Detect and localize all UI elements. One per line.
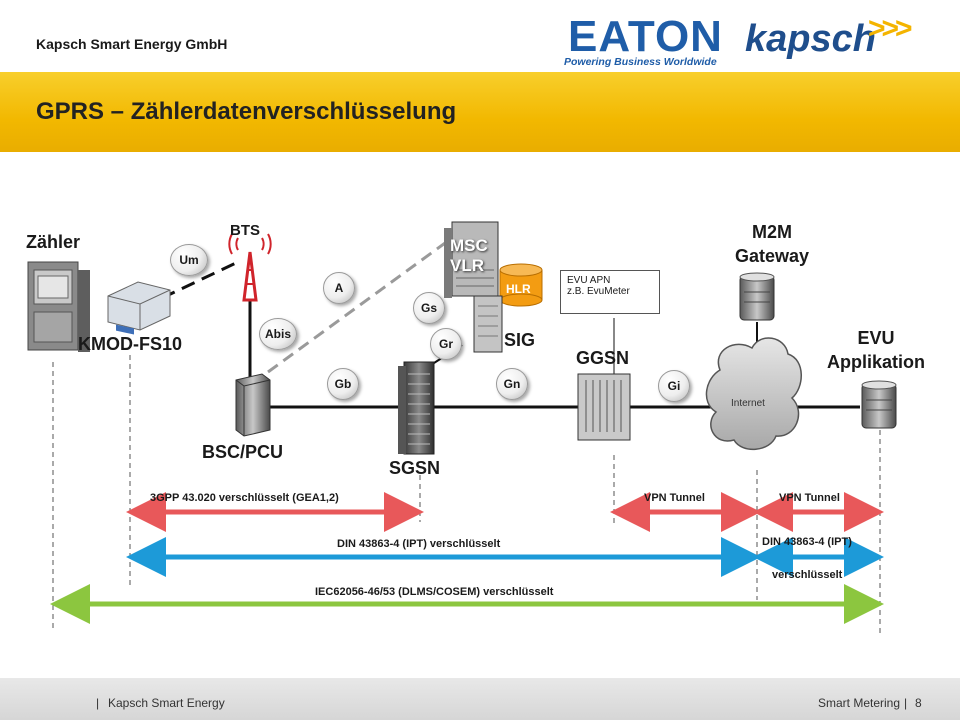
bts-tower-icon <box>228 233 272 302</box>
apn-line2: z.B. EvuMeter <box>567 286 630 297</box>
interface-abis-badge: Abis <box>259 318 297 350</box>
meter-icon <box>27 261 90 352</box>
footer-right-text: Smart Metering <box>818 696 901 710</box>
kmod-modem-icon <box>107 281 171 335</box>
bts-label: BTS <box>230 222 260 239</box>
interface-a-badge: A <box>323 272 355 304</box>
internet-label: Internet <box>731 398 765 409</box>
msc-vlr-rack-icon <box>444 221 499 298</box>
apn-line1: EVU APN <box>567 275 611 286</box>
ggsn-label: GGSN <box>576 348 630 368</box>
footer-separator-right: | <box>904 696 908 710</box>
m2m-gateway-server-icon <box>739 272 775 321</box>
um-link <box>161 260 239 300</box>
hlr-database-icon <box>499 263 543 307</box>
internet-cloud-icon <box>705 337 802 450</box>
din-right-range-label-1: DIN 43863-4 (IPT) <box>762 536 852 548</box>
eaton-logo: EATON Powering Business Worldwide <box>560 10 730 70</box>
zaehler-label: Zähler <box>26 232 81 252</box>
kapsch-chevron-icon: >>> <box>868 12 913 45</box>
evu-apn-box: EVU APN z.B. EvuMeter <box>560 270 660 314</box>
interface-gr-badge: Gr <box>430 328 462 360</box>
kmod-label: KMOD-FS10 <box>78 334 183 354</box>
interface-gi-badge: Gi <box>658 370 690 402</box>
interface-um-badge: Um <box>170 244 208 276</box>
din-right-range-label-2: verschlüsselt <box>772 569 843 581</box>
eaton-logo-text: EATON <box>568 12 723 61</box>
kapsch-logo: kapsch <box>745 18 876 60</box>
footer-separator-left: | <box>96 696 100 710</box>
ggsn-chassis-icon <box>577 373 631 441</box>
footer-page-number: 8 <box>915 696 922 710</box>
title-band <box>0 72 960 152</box>
sig-rack-icon <box>473 295 503 353</box>
footer-bar <box>0 678 960 720</box>
hlr-label: HLR <box>506 282 531 296</box>
interface-gs-badge: Gs <box>413 292 445 324</box>
din-range-label: DIN 43863-4 (IPT) verschlüsselt <box>337 538 501 550</box>
iec-range-label: IEC62056-46/53 (DLMS/COSEM) verschlüssel… <box>315 586 554 598</box>
vpn1-range-label: VPN Tunnel <box>644 492 705 504</box>
footer-left-text: Kapsch Smart Energy <box>108 696 225 710</box>
vpn2-range-label: VPN Tunnel <box>779 492 840 504</box>
interface-gb-badge: Gb <box>327 368 359 400</box>
eaton-tagline: Powering Business Worldwide <box>564 56 717 68</box>
bsc-server-icon <box>235 373 271 437</box>
sgsn-label: SGSN <box>389 458 441 478</box>
gea-range-label: 3GPP 43.020 verschlüsselt (GEA1,2) <box>150 492 339 504</box>
interface-gn-badge: Gn <box>496 368 528 400</box>
evu-server-icon <box>861 380 897 429</box>
company-name: Kapsch Smart Energy GmbH <box>36 36 228 52</box>
page-title: GPRS – Zählerdatenverschlüsselung <box>36 98 457 125</box>
bsc-label: BSC/PCU <box>202 442 284 462</box>
sgsn-rack-icon <box>398 361 435 455</box>
sig-label: SIG <box>504 330 536 350</box>
